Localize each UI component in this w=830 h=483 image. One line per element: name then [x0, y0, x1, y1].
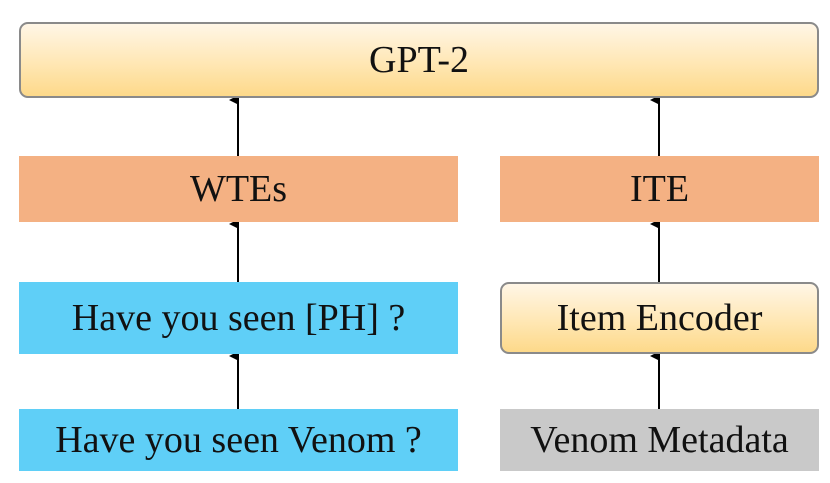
wtes-label: WTEs	[189, 168, 288, 210]
metadata-box: Venom Metadata	[500, 409, 819, 471]
placeholder-sentence-label: Have you seen [PH] ?	[71, 297, 406, 339]
item-encoder-label: Item Encoder	[556, 297, 763, 339]
original-sentence-label: Have you seen Venom ?	[55, 419, 422, 461]
original-sentence-box: Have you seen Venom ?	[19, 409, 458, 471]
placeholder-sentence-box: Have you seen [PH] ?	[19, 282, 458, 354]
metadata-label: Venom Metadata	[530, 419, 789, 461]
gpt2-label: GPT-2	[369, 39, 469, 81]
ite-box: ITE	[500, 156, 819, 222]
wtes-box: WTEs	[19, 156, 458, 222]
gpt2-box: GPT-2	[19, 22, 819, 98]
ite-label: ITE	[629, 168, 690, 210]
item-encoder-box: Item Encoder	[500, 282, 819, 354]
